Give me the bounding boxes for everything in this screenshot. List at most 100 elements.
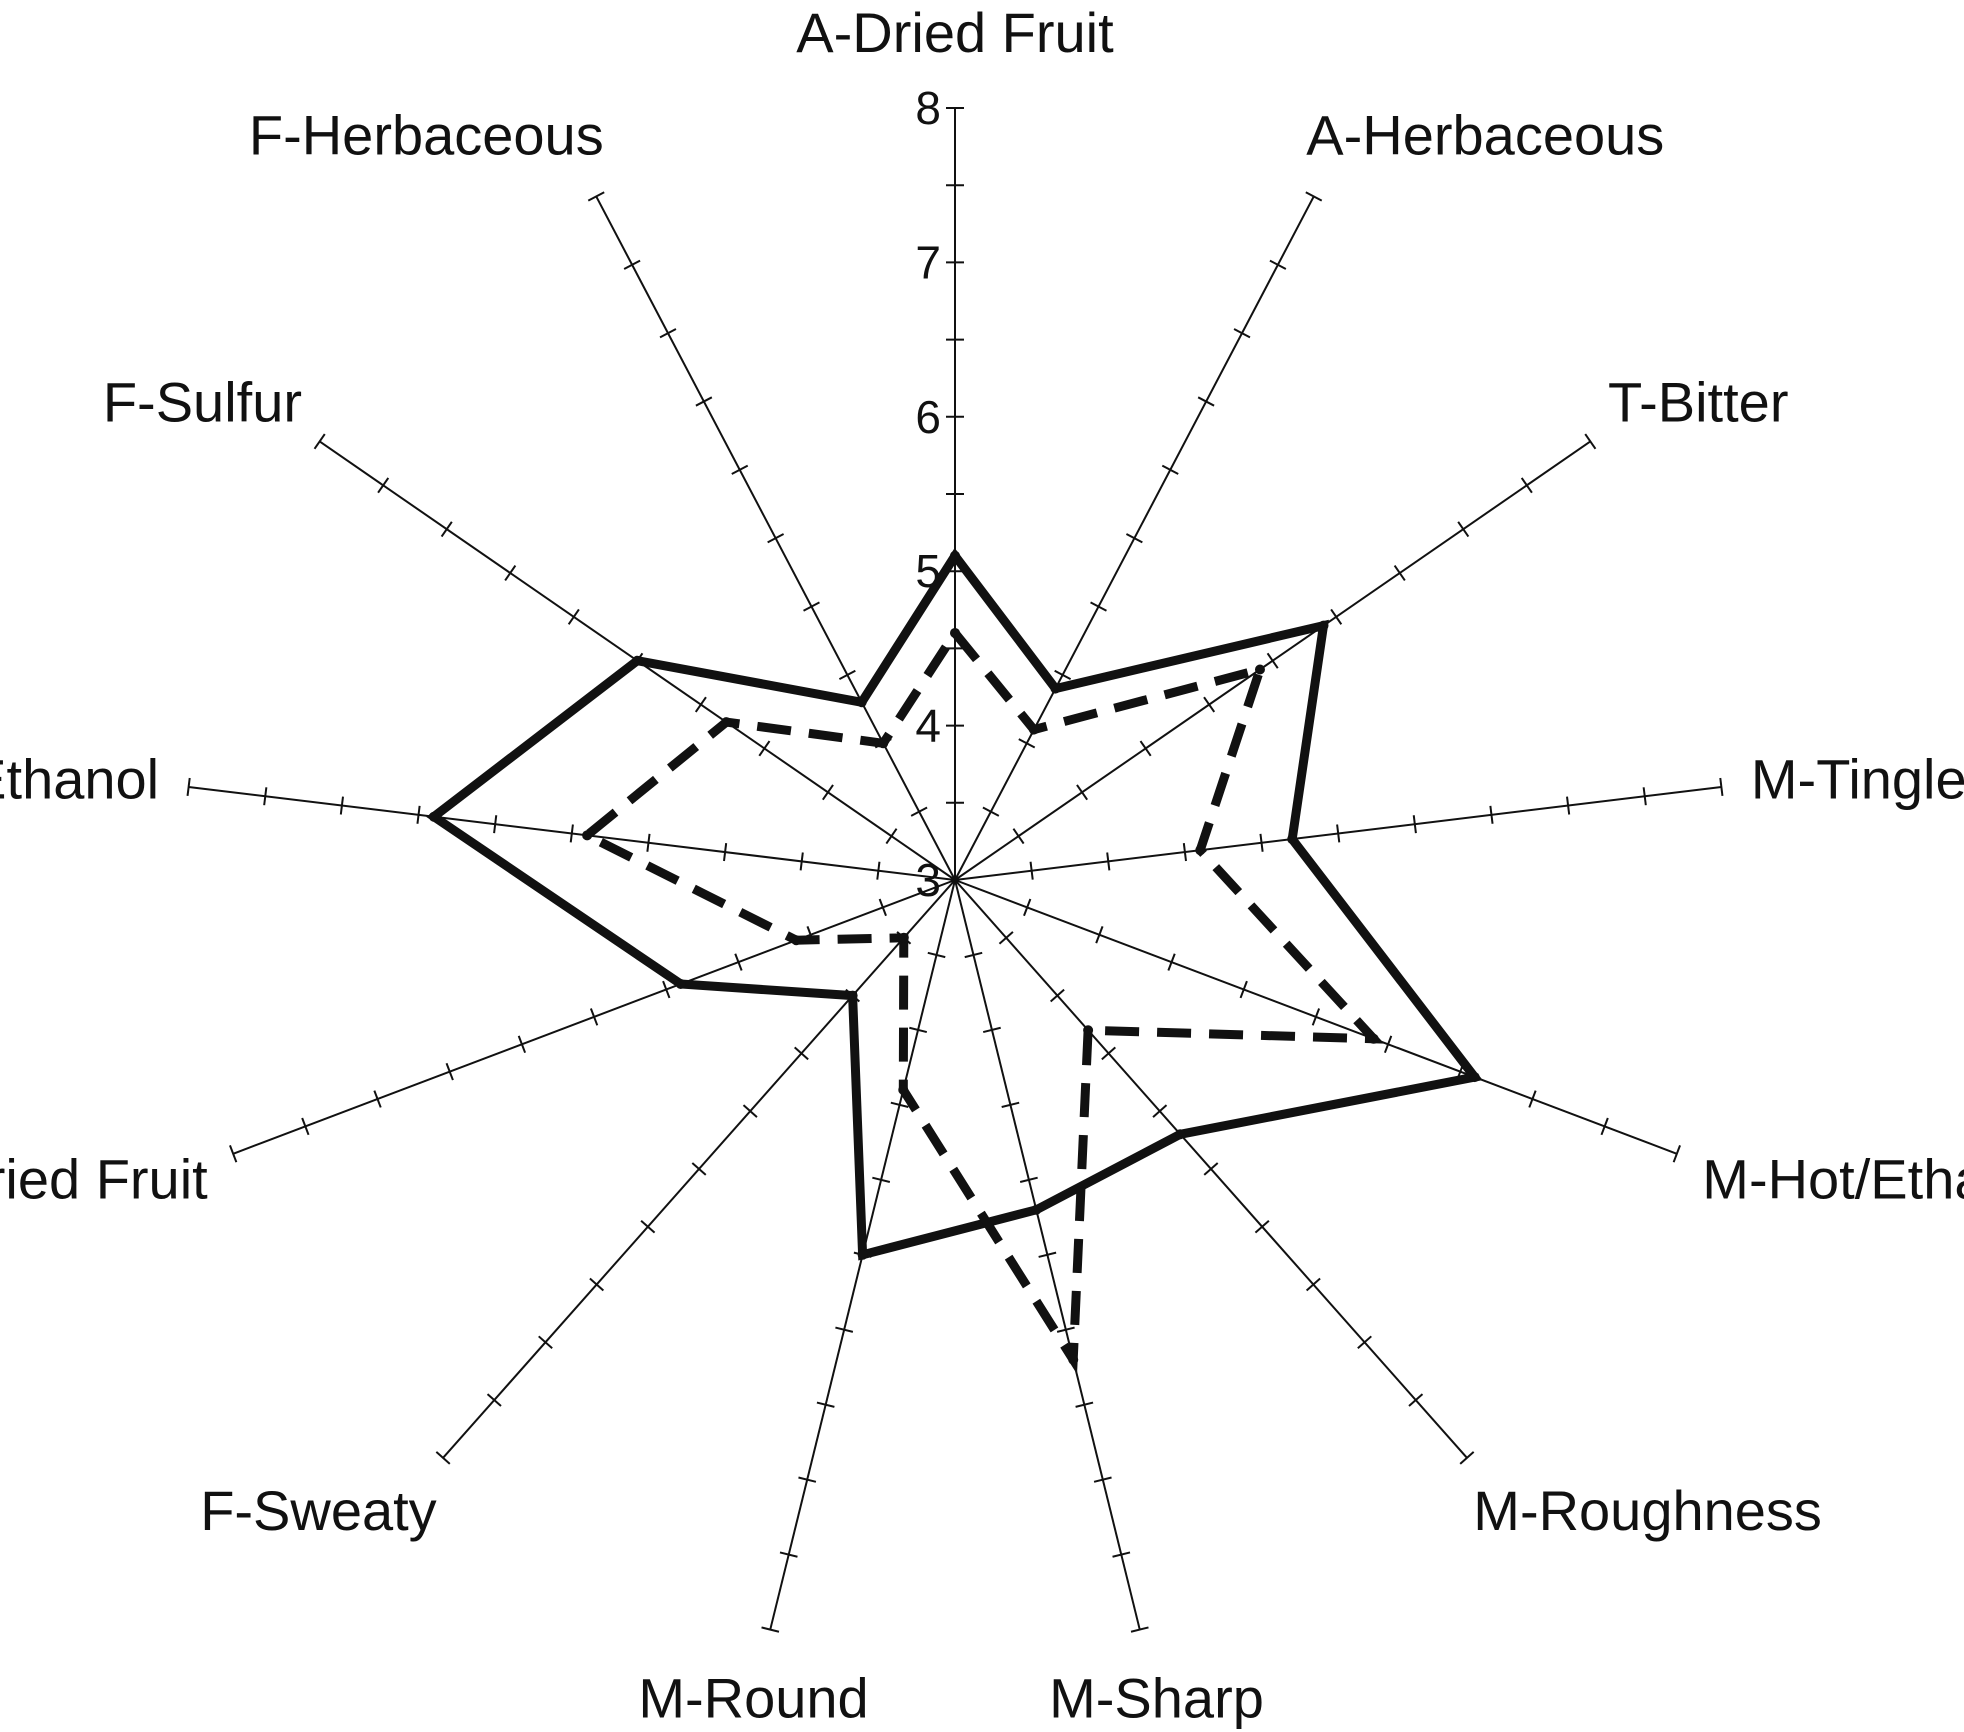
- category-label: F-Dried Fruit: [0, 1148, 208, 1211]
- axis-tick: [734, 953, 743, 971]
- radial-tick-label: 5: [915, 545, 941, 597]
- axis-tick: [538, 1335, 553, 1349]
- series-1-point: [428, 811, 439, 822]
- axis-tick: [1203, 696, 1216, 713]
- axis-tick: [878, 898, 887, 917]
- axis-tick: [1075, 1401, 1094, 1408]
- series-1-point: [632, 655, 643, 666]
- axis-tick: [1203, 1162, 1219, 1176]
- axis-tick: [1023, 898, 1032, 917]
- axis-tick: [1239, 980, 1248, 999]
- axis-tick: [998, 931, 1014, 945]
- category-label: M-Hot/Ethanol: [1702, 1148, 1964, 1211]
- series-2-point: [721, 717, 732, 728]
- radial-tick-label: 8: [915, 82, 941, 134]
- category-label: M-Sharp: [1049, 1667, 1264, 1730]
- axis-tick: [1642, 787, 1647, 806]
- axis-tick: [799, 852, 804, 871]
- radial-tick-label: 4: [915, 700, 941, 752]
- axis-tick: [872, 1176, 891, 1183]
- axis-tick: [1152, 1104, 1168, 1118]
- axis-tick: [890, 1101, 909, 1108]
- axis-tick: [440, 521, 453, 538]
- axis-tick: [1076, 784, 1089, 801]
- axis-tick: [377, 477, 390, 494]
- axis-tick: [301, 1117, 310, 1136]
- series-1-point: [1318, 620, 1329, 631]
- axis-tick: [1584, 433, 1597, 450]
- axis-tick: [731, 464, 749, 475]
- axis-tick: [1311, 1008, 1321, 1026]
- radial-tick-label: 6: [915, 391, 941, 443]
- axis-tick: [1269, 259, 1287, 270]
- axis-tick: [623, 259, 641, 270]
- series-2-point: [1254, 664, 1265, 675]
- axis-tick: [1054, 669, 1072, 680]
- axis-tick: [835, 1326, 854, 1333]
- axis-tick: [1182, 843, 1187, 862]
- category-label: A-Herbaceous: [1306, 103, 1664, 166]
- axis-tick: [1330, 608, 1343, 625]
- axis-tick: [1125, 533, 1143, 544]
- axis-tick: [1130, 1626, 1149, 1633]
- radial-tick-label: 7: [915, 236, 941, 288]
- axis-tick: [1566, 796, 1571, 815]
- axis-tick: [186, 777, 191, 797]
- category-label: F-Sulfur: [103, 371, 302, 434]
- series-2-point: [791, 935, 802, 946]
- axis-tick: [779, 1551, 798, 1558]
- axis-tick: [694, 696, 707, 713]
- axis-tick: [1106, 852, 1111, 871]
- axis-tick: [964, 951, 983, 959]
- series-2-point: [1028, 724, 1039, 735]
- axis-tick: [1719, 777, 1724, 797]
- axis-tick: [1489, 805, 1494, 824]
- axis-tick: [662, 980, 671, 999]
- axis-tick: [1393, 565, 1406, 581]
- axis-tick: [982, 806, 1000, 817]
- axis-tick: [1029, 861, 1034, 880]
- axis-tick: [589, 1277, 605, 1292]
- axis-tick: [1305, 191, 1323, 202]
- series-2-point: [1083, 1025, 1094, 1036]
- axis-tick: [569, 824, 574, 843]
- axis-tick: [1233, 328, 1251, 339]
- category-label: F-Sweaty: [200, 1479, 437, 1542]
- axis-tick: [723, 843, 728, 862]
- axis-tick: [1197, 396, 1215, 407]
- axis-tick: [767, 533, 785, 544]
- axis-tick: [742, 1104, 758, 1118]
- axis-tick: [695, 396, 713, 407]
- axis-tick: [803, 601, 820, 612]
- axis-tick: [1056, 1326, 1075, 1333]
- series-2-point: [898, 932, 909, 943]
- axis-tick: [838, 669, 856, 680]
- series-1-point: [1469, 1072, 1480, 1083]
- axis-tick: [1049, 988, 1065, 1003]
- axis-tick: [435, 1451, 451, 1465]
- series-2-point: [1195, 845, 1206, 856]
- axis-tick: [885, 828, 898, 845]
- series-line-1: [426, 547, 1483, 1261]
- axis-tick: [1101, 1046, 1116, 1061]
- axis-tick: [493, 815, 498, 834]
- axis-tick: [567, 608, 580, 625]
- axis-tick: [589, 1008, 599, 1026]
- axis-tick: [1139, 740, 1152, 757]
- series-1-point: [1175, 1129, 1186, 1140]
- axis-tick: [1266, 652, 1279, 669]
- axis-tick: [758, 740, 771, 757]
- category-label: A-Dried Fruit: [796, 1, 1114, 64]
- radial-tick-label: 3: [915, 854, 941, 906]
- axis-tick: [1167, 953, 1176, 971]
- axis-tick: [821, 784, 834, 801]
- axis-tick: [416, 805, 421, 824]
- axis-tick: [1459, 1451, 1475, 1465]
- series-2-point: [1368, 1033, 1379, 1044]
- axis-tick: [313, 433, 326, 450]
- category-label: M-Roughness: [1473, 1479, 1822, 1542]
- series-group: [426, 547, 1483, 1375]
- axis-tick: [1090, 601, 1107, 612]
- axis-tick: [794, 1046, 809, 1061]
